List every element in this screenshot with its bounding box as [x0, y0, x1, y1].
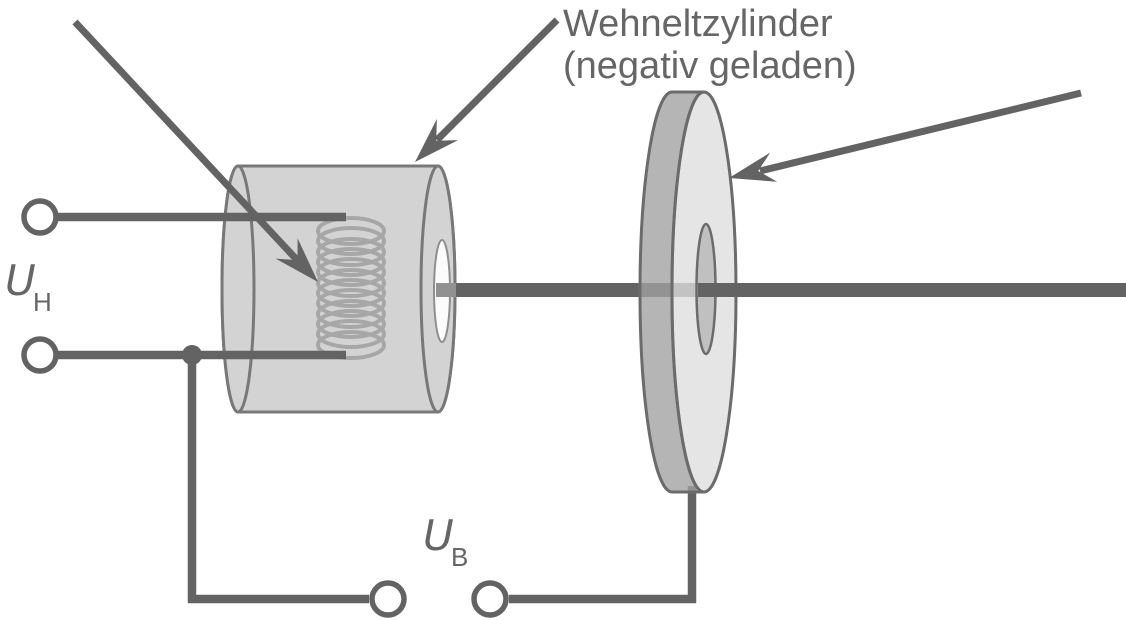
anode-wire	[509, 486, 697, 604]
heater-voltage-label: U H	[5, 256, 52, 317]
coil-loop	[316, 299, 386, 329]
filament-coil	[316, 216, 386, 360]
coil-loop	[316, 237, 386, 267]
arrow-to-disc	[729, 89, 1082, 182]
coil-loop	[316, 257, 386, 287]
arrow-to-disc-line	[759, 89, 1082, 175]
electron-beam-exit	[698, 283, 1126, 297]
wehnelt-label-line2: (negativ geladen)	[563, 45, 857, 87]
cylinder-back-cap	[220, 164, 256, 414]
arrow-to-cylinder-line	[434, 17, 560, 143]
arrow-to-cylinder	[415, 17, 560, 162]
heater-terminal-top	[21, 198, 59, 236]
coil-loop	[316, 288, 386, 318]
coil-loop	[316, 268, 386, 298]
accel-voltage-label: U B	[423, 511, 468, 572]
accel-terminal-right	[471, 580, 509, 618]
coil-loop	[316, 226, 386, 256]
wehnelt-label: Wehneltzylinder (negativ geladen)	[563, 3, 857, 87]
cathode-return-wire	[187, 355, 369, 604]
heater-voltage-symbol: U	[5, 256, 36, 305]
heater-terminal-bottom	[21, 336, 59, 374]
arrow-to-coil-line	[72, 19, 301, 264]
arrow-to-coil-head	[275, 238, 318, 282]
coil-loop	[316, 216, 386, 246]
arrow-to-coil	[72, 19, 318, 282]
coil-loop	[316, 309, 386, 339]
accel-voltage-symbol: U	[423, 511, 454, 560]
electron-beam-origin	[436, 283, 458, 297]
coil-loop	[316, 319, 386, 349]
coil-loop	[316, 330, 386, 360]
accel-terminal-left	[369, 580, 407, 618]
wehnelt-label-line1: Wehneltzylinder	[563, 3, 833, 45]
heater-voltage-subscript: H	[33, 287, 52, 317]
coil-loop	[316, 278, 386, 308]
arrow-to-disc-head	[729, 152, 778, 182]
coil-loop	[316, 247, 386, 277]
heater-circuit	[56, 212, 369, 604]
arrow-to-cylinder-head	[415, 118, 459, 162]
accel-voltage-subscript: B	[451, 542, 468, 572]
